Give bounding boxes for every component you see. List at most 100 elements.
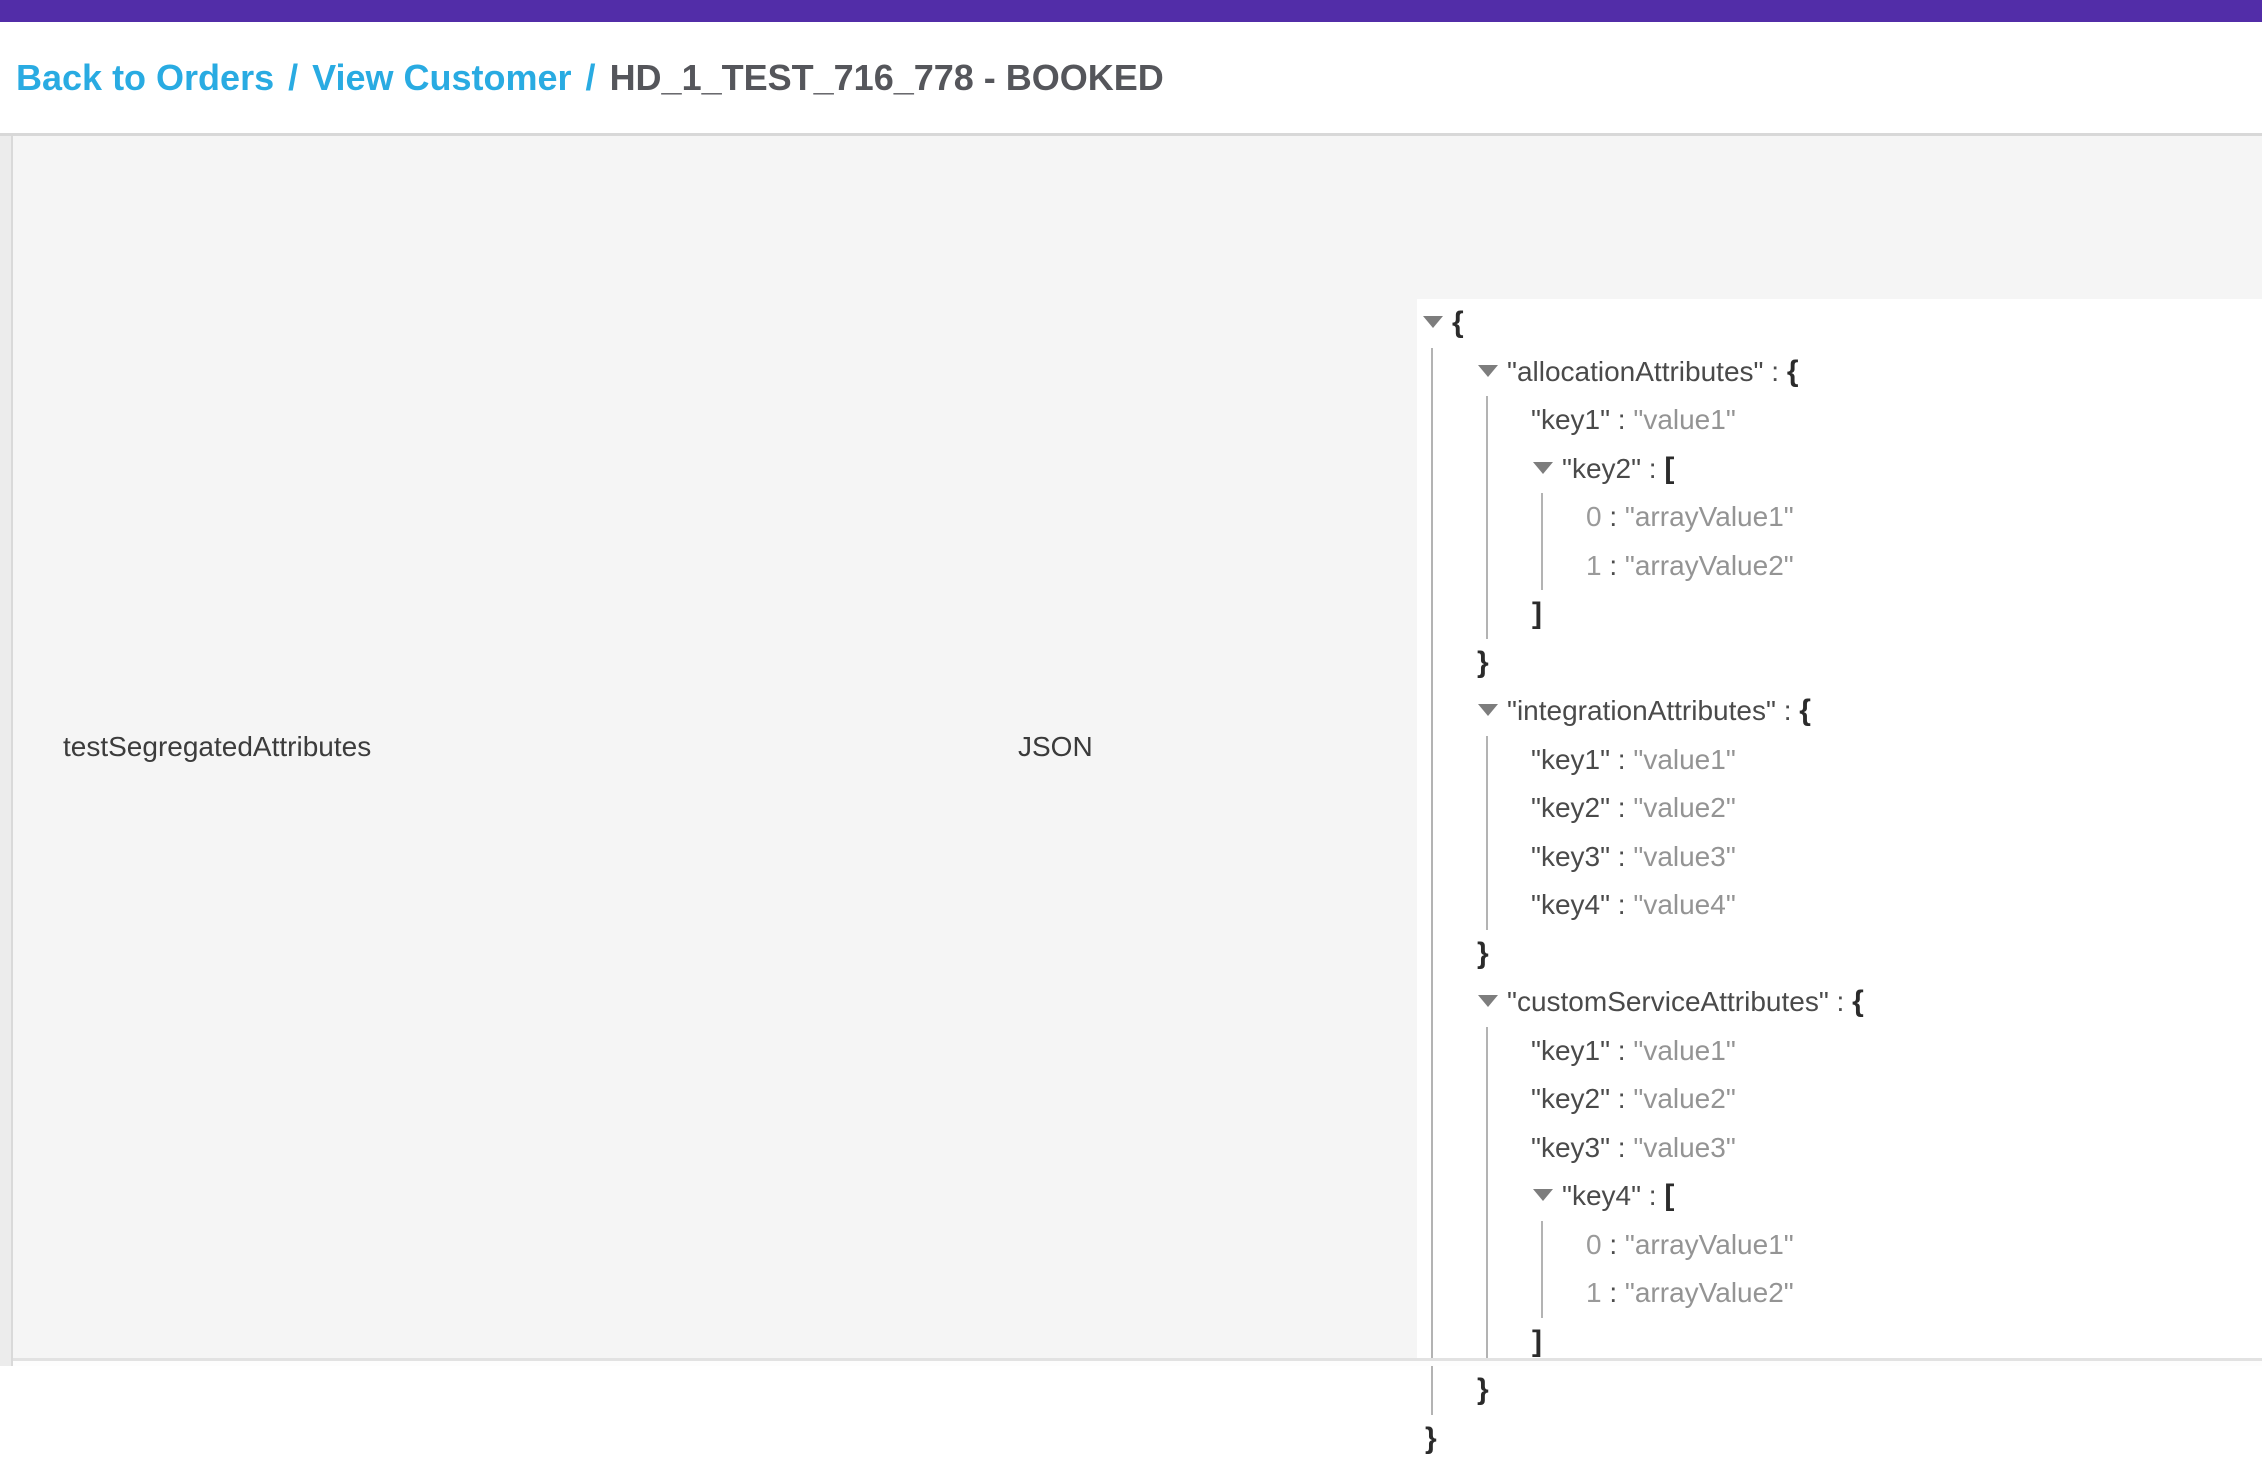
json-tree-row: 0 : "arrayValue1" [1543, 1221, 2262, 1270]
json-array-index: 1 [1586, 550, 1602, 582]
json-key: "integrationAttributes" [1507, 695, 1776, 727]
json-tree-row: "key4" : "value4" [1488, 881, 2262, 930]
json-tree-row: ] [1488, 590, 2262, 639]
breadcrumb-view-customer[interactable]: View Customer [312, 57, 571, 99]
json-colon: : [1610, 889, 1633, 921]
json-children-group: "key1" : "value1""key2" : "value2""key3"… [1486, 1027, 2262, 1367]
json-tree-row: "key2" : "value2" [1488, 784, 2262, 833]
json-tree-row: } [1433, 930, 2262, 979]
json-tree-row: 1 : "arrayValue2" [1543, 1269, 2262, 1318]
json-array-index: 0 [1586, 501, 1602, 533]
json-colon: : [1610, 404, 1633, 436]
breadcrumb-current-order: HD_1_TEST_716_778 - BOOKED [610, 57, 1164, 99]
json-brace: } [1425, 1422, 1437, 1456]
json-key: "key1" [1531, 744, 1610, 776]
json-value: "arrayValue2" [1625, 550, 1794, 582]
json-value: "value3" [1633, 1132, 1735, 1164]
breadcrumb-separator: / [586, 57, 596, 99]
json-tree: { "allocationAttributes" : { "key1" : "val… [1417, 299, 2262, 1463]
json-tree-row: "key3" : "value3" [1488, 1124, 2262, 1173]
json-colon: : [1776, 695, 1799, 727]
json-colon: : [1610, 1035, 1633, 1067]
json-viewer-panel: { "allocationAttributes" : { "key1" : "val… [1417, 299, 2262, 1463]
json-brace: [ [1664, 452, 1674, 486]
json-key: "key2" [1562, 453, 1641, 485]
json-colon: : [1763, 356, 1786, 388]
json-brace: } [1477, 1373, 1489, 1407]
json-colon: : [1610, 1083, 1633, 1115]
json-brace: } [1477, 646, 1489, 680]
collapse-arrow-icon[interactable] [1478, 704, 1498, 716]
json-colon: : [1602, 501, 1625, 533]
json-tree-row: 1 : "arrayValue2" [1543, 542, 2262, 591]
json-key: "key2" [1531, 1083, 1610, 1115]
json-value: "value1" [1633, 1035, 1735, 1067]
json-colon: : [1602, 1277, 1625, 1309]
json-key: "customServiceAttributes" [1507, 986, 1829, 1018]
json-value: "value1" [1633, 404, 1735, 436]
json-tree-row: "key1" : "value1" [1488, 736, 2262, 785]
json-children-group: "key1" : "value1""key2" : "value2""key3"… [1486, 736, 2262, 930]
json-colon: : [1602, 550, 1625, 582]
json-value: "value1" [1633, 744, 1735, 776]
json-key: "key1" [1531, 1035, 1610, 1067]
json-tree-row: { [1417, 299, 2262, 348]
json-tree-row: "key3" : "value3" [1488, 833, 2262, 882]
json-colon: : [1610, 841, 1633, 873]
json-tree-row: } [1433, 639, 2262, 688]
json-children-group: 0 : "arrayValue1"1 : "arrayValue2" [1541, 493, 2262, 590]
breadcrumb-header: Back to Orders / View Customer / HD_1_TE… [0, 22, 2262, 133]
collapse-arrow-icon[interactable] [1423, 316, 1443, 328]
json-tree-row: "key2" : [ [1488, 445, 2262, 494]
json-brace: } [1477, 937, 1489, 971]
json-colon: : [1641, 453, 1664, 485]
json-tree-row: } [1417, 1415, 2262, 1463]
breadcrumb: Back to Orders / View Customer / HD_1_TE… [16, 57, 1164, 99]
json-brace: ] [1532, 1325, 1542, 1359]
json-tree-row: "key2" : "value2" [1488, 1075, 2262, 1124]
json-value: "arrayValue1" [1625, 501, 1794, 533]
json-brace: { [1452, 306, 1464, 340]
json-brace: { [1799, 694, 1811, 728]
json-colon: : [1610, 744, 1633, 776]
json-brace: [ [1664, 1179, 1674, 1213]
json-tree-row: 0 : "arrayValue1" [1543, 493, 2262, 542]
json-array-index: 1 [1586, 1277, 1602, 1309]
json-key: "key4" [1531, 889, 1610, 921]
json-tree-row: "integrationAttributes" : { [1433, 687, 2262, 736]
collapse-arrow-icon[interactable] [1478, 995, 1498, 1007]
json-value: "value3" [1633, 841, 1735, 873]
json-children-group: "key1" : "value1""key2" : [0 : "arrayVal… [1486, 396, 2262, 639]
top-accent-bar [0, 0, 2262, 22]
json-colon: : [1610, 792, 1633, 824]
json-tree-row: "customServiceAttributes" : { [1433, 978, 2262, 1027]
json-value: "value2" [1633, 792, 1735, 824]
order-attribute-section: testSegregatedAttributes JSON {"allocati… [0, 136, 2262, 1358]
json-brace: ] [1532, 597, 1542, 631]
json-colon: : [1602, 1229, 1625, 1261]
collapse-arrow-icon[interactable] [1533, 1189, 1553, 1201]
json-colon: : [1641, 1180, 1664, 1212]
json-value: "arrayValue1" [1625, 1229, 1794, 1261]
json-key: "key2" [1531, 792, 1610, 824]
json-colon: : [1829, 986, 1852, 1018]
breadcrumb-back-to-orders[interactable]: Back to Orders [16, 57, 274, 99]
json-key: "key3" [1531, 841, 1610, 873]
json-brace: { [1787, 355, 1799, 389]
json-key: "key4" [1562, 1180, 1641, 1212]
json-value: "value2" [1633, 1083, 1735, 1115]
next-row-edge [0, 1361, 2262, 1366]
json-value: "value4" [1633, 889, 1735, 921]
collapse-arrow-icon[interactable] [1478, 365, 1498, 377]
json-key: "allocationAttributes" [1507, 356, 1763, 388]
json-colon: : [1610, 1132, 1633, 1164]
json-tree-row: "key1" : "value1" [1488, 396, 2262, 445]
attribute-type-label: JSON [1018, 732, 1093, 762]
json-children-group: 0 : "arrayValue1"1 : "arrayValue2" [1541, 1221, 2262, 1318]
breadcrumb-separator: / [288, 57, 298, 99]
left-gutter [0, 136, 13, 1366]
collapse-arrow-icon[interactable] [1533, 462, 1553, 474]
json-children-group: "allocationAttributes" : { "key1" : "valu… [1431, 348, 2262, 1415]
json-key: "key3" [1531, 1132, 1610, 1164]
json-value: "arrayValue2" [1625, 1277, 1794, 1309]
